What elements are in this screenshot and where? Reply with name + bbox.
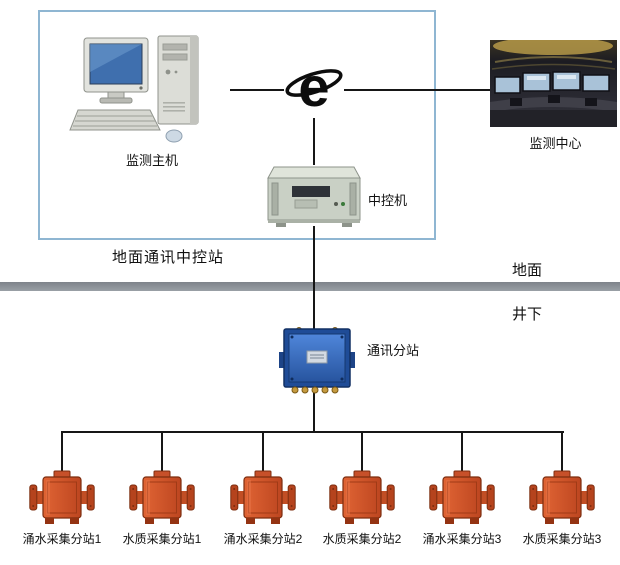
- ground-station-box-label: 地面通讯中控站: [112, 249, 225, 266]
- line-host-to-network: [230, 89, 284, 91]
- central-controller-icon: [267, 166, 361, 227]
- line-network-to-controller: [313, 118, 315, 165]
- collection-substation-icon: [230, 470, 296, 528]
- line-controller-to-substation: [313, 226, 315, 329]
- monitor-center-label: 监测中心: [529, 136, 582, 151]
- collection-substation-icon: [529, 470, 595, 528]
- collection-substation-icon: [429, 470, 495, 528]
- drop-line-3: [262, 431, 264, 472]
- collection-substation-icon: [29, 470, 95, 528]
- device-label: 涌水采集分站3: [422, 532, 502, 546]
- drop-line-5: [461, 431, 463, 472]
- monitor-center-image: [490, 40, 617, 127]
- device-water-inflow-2: 涌水采集分站2: [211, 470, 315, 547]
- drop-line-6: [561, 431, 563, 472]
- collection-substation-icon: [129, 470, 195, 528]
- drop-line-1: [61, 431, 63, 472]
- surface-zone-label: 地面: [512, 262, 543, 279]
- device-water-inflow-1: 涌水采集分站1: [10, 470, 114, 547]
- device-water-quality-3: 水质采集分站3: [510, 470, 614, 547]
- device-label: 水质采集分站1: [122, 532, 202, 546]
- line-substation-to-bus: [313, 392, 315, 432]
- monitor-host-computer-icon: [69, 35, 199, 143]
- monitor-host-label: 监测主机: [125, 153, 178, 168]
- device-water-quality-1: 水质采集分站1: [110, 470, 214, 547]
- device-label: 水质采集分站3: [522, 532, 602, 546]
- central-controller-label: 中控机: [368, 193, 408, 208]
- line-network-to-center: [344, 89, 490, 91]
- drop-line-2: [161, 431, 163, 472]
- device-label: 涌水采集分站1: [22, 532, 102, 546]
- device-label: 涌水采集分站2: [223, 532, 303, 546]
- collection-substation-icon: [329, 470, 395, 528]
- device-water-quality-2: 水质采集分站2: [310, 470, 414, 547]
- drop-line-4: [361, 431, 363, 472]
- comm-substation-label: 通讯分站: [367, 343, 420, 358]
- surface-divider-bar: [0, 282, 620, 291]
- device-label: 水质采集分站2: [322, 532, 402, 546]
- bus-line: [61, 431, 564, 433]
- comm-substation-icon: [279, 327, 355, 394]
- internet-e-icon: e: [285, 56, 343, 118]
- device-water-inflow-3: 涌水采集分站3: [410, 470, 514, 547]
- underground-zone-label: 井下: [512, 306, 543, 323]
